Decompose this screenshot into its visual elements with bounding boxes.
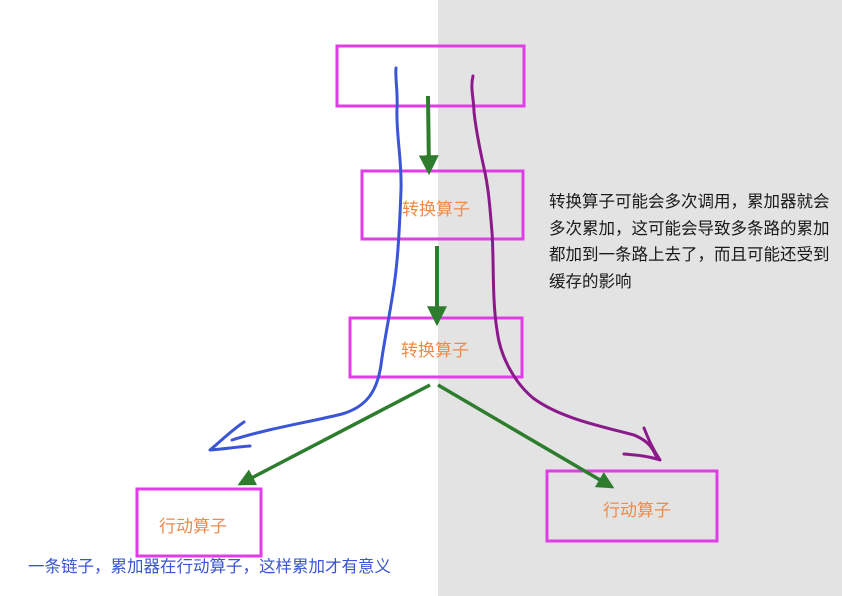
action-node-right-label: 行动算子 <box>603 501 671 521</box>
transform-node-1-box <box>360 169 525 241</box>
source-node-box <box>335 44 526 108</box>
caption-text: 一条链子，累加器在行动算子，这样累加才有意义 <box>28 557 391 576</box>
purple-hand-drawn-arrow <box>470 74 662 462</box>
arrow-transform-2-to-action-right <box>437 383 615 489</box>
gray-background-panel <box>438 0 842 596</box>
action-node-right-box <box>545 469 719 543</box>
blue-hand-drawn-arrow <box>208 66 403 452</box>
arrow-source-to-transform-1 <box>418 95 439 176</box>
action-node-left-box <box>135 487 263 558</box>
transform-node-2-label: 转换算子 <box>401 341 469 361</box>
transform-node-1-label: 转换算子 <box>402 200 470 220</box>
action-node-left-label: 行动算子 <box>159 517 227 537</box>
accumulator-note: 转换算子可能会多次调用，累加器就会多次累加，这可能会导致多条路的累加都加到一条路… <box>549 192 830 291</box>
arrow-transform-2-to-action-left <box>237 383 431 486</box>
